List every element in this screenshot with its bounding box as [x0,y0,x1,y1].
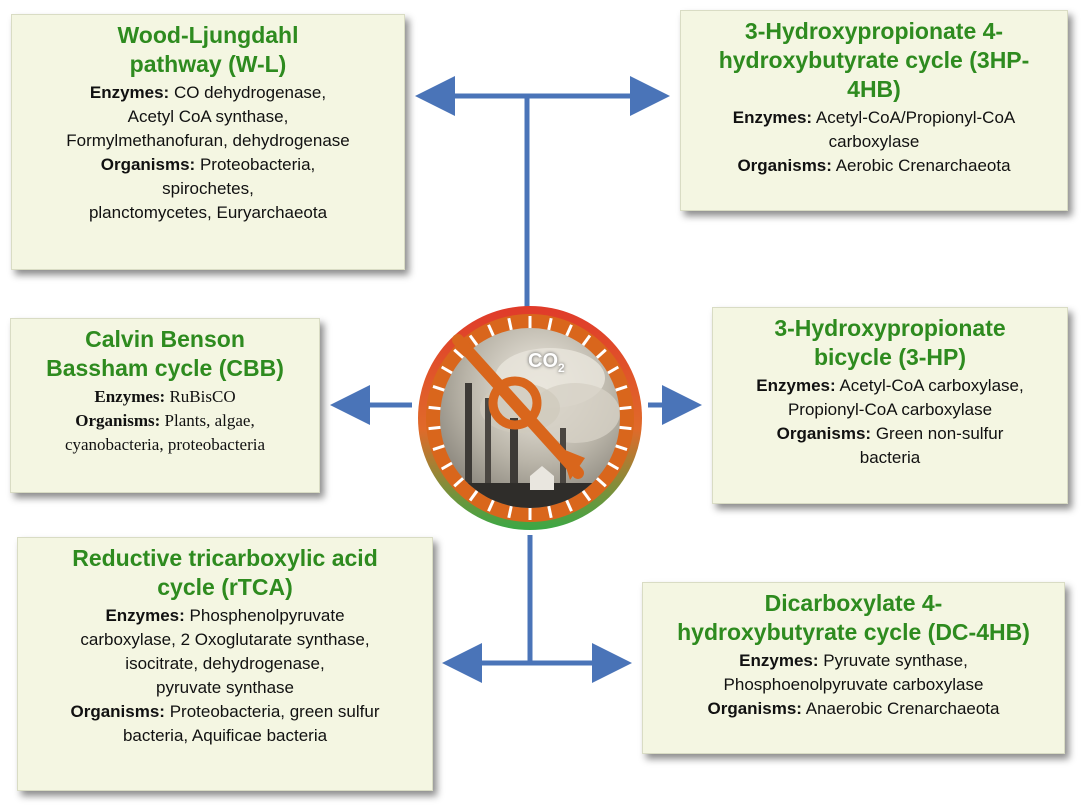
badge-tick-ring [428,316,632,520]
organisms-line: Organisms: Green non-sulfur [776,424,1004,443]
pathway-title: Dicarboxylate 4- hydroxybutyrate cycle (… [677,590,1030,645]
pathway-box-3hp-4hb: 3-Hydroxypropionate 4- hydroxybutyrate c… [680,10,1068,211]
enzymes-line: pyruvate synthase [156,678,294,697]
organisms-line: Organisms: Aerobic Crenarchaeota [737,156,1011,175]
crossed-gauge-icon [452,334,584,479]
organisms-line: Organisms: Plants, algae, [75,411,255,430]
organisms-line: spirochetes, [162,179,254,198]
organisms-line: planctomycetes, Euryarchaeota [88,203,328,222]
enzymes-line: Enzymes: Acetyl-CoA carboxylase, [756,376,1024,395]
pathway-box-dc-4hb: Dicarboxylate 4- hydroxybutyrate cycle (… [642,582,1065,754]
co2-emission-badge [418,306,642,530]
pathway-title: Reductive tricarboxylic acid cycle (rTCA… [72,545,378,600]
enzymes-line: Formylmethanofuran, dehydrogenase [66,131,350,150]
organisms-line: Organisms: Proteobacteria, [100,155,316,174]
organisms-line: bacteria, Aquificae bacteria [122,726,328,745]
pathway-box-rtca: Reductive tricarboxylic acid cycle (rTCA… [17,537,433,791]
factory-scene-image [440,328,620,508]
pathway-title: 3-Hydroxypropionate bicycle (3-HP) [774,315,1006,370]
pathway-title: Wood-Ljungdahl pathway (W-L) [117,22,299,77]
enzymes-line: Enzymes: Acetyl-CoA/Propionyl-CoA [732,108,1016,127]
enzymes-line: Propionyl-CoA carboxylase [787,400,993,419]
enzymes-line: Enzymes: RuBisCO [94,387,236,406]
pathway-box-wood-ljungdahl: Wood-Ljungdahl pathway (W-L) Enzymes: CO… [11,14,405,270]
pathway-title: Calvin Benson Bassham cycle (CBB) [46,326,284,381]
enzymes-line: carboxylase, 2 Oxoglutarate synthase, [80,630,370,649]
enzymes-line: carboxylase [828,132,920,151]
organisms-line: bacteria [859,448,921,467]
pathway-title: 3-Hydroxypropionate 4- hydroxybutyrate c… [718,18,1030,102]
enzymes-line: Enzymes: Pyruvate synthase, [739,651,968,670]
enzymes-line: Enzymes: CO dehydrogenase, [89,83,327,102]
pathway-box-cbb: Calvin Benson Bassham cycle (CBB) Enzyme… [10,318,320,493]
enzymes-line: Enzymes: Phosphenolpyruvate [105,606,345,625]
organisms-line: Organisms: Anaerobic Crenarchaeota [707,699,1000,718]
enzymes-line: Acetyl CoA synthase, [127,107,289,126]
enzymes-line: Phosphoenolpyruvate carboxylase [723,675,984,694]
co2-label: CO2 [528,350,565,375]
pathway-box-3hp-bicycle: 3-Hydroxypropionate bicycle (3-HP) Enzym… [712,307,1068,504]
organisms-line: cyanobacteria, proteobacteria [64,435,266,454]
enzymes-line: isocitrate, dehydrogenase, [125,654,325,673]
organisms-line: Organisms: Proteobacteria, green sulfur [70,702,380,721]
